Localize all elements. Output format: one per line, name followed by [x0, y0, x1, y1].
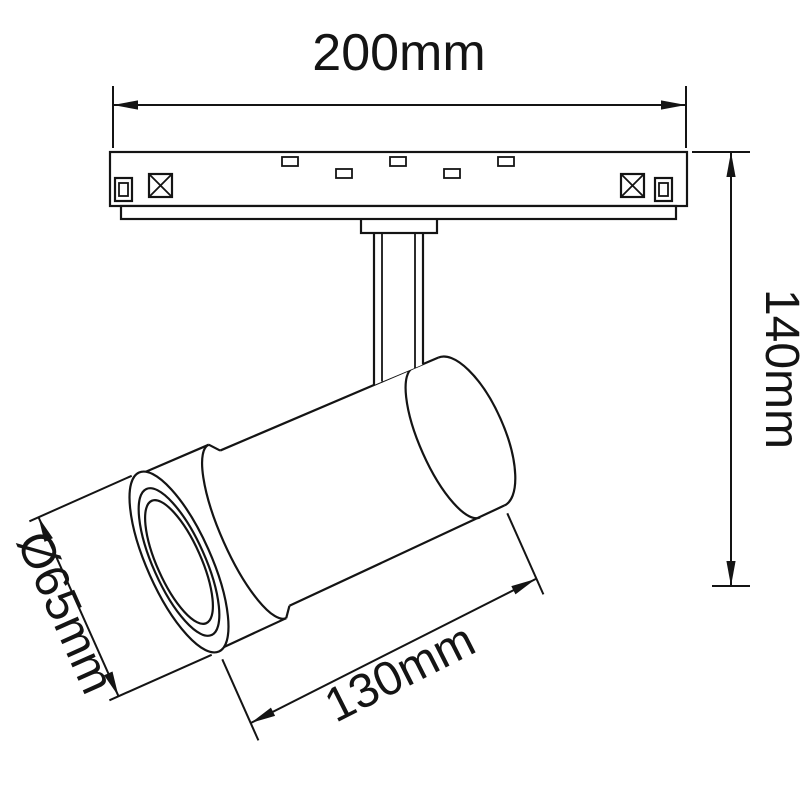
- dim-track-width: 200mm: [112, 24, 687, 148]
- dim-diameter-ext-top: [28, 474, 133, 523]
- bezel-top-edge: [142, 443, 210, 475]
- dim-diameter-label: Ø65mm: [6, 524, 124, 702]
- bezel-step-top: [208, 443, 221, 452]
- left-end-clip: [113, 176, 134, 203]
- mount-stem: [359, 204, 439, 385]
- spotlight-body: [128, 355, 517, 654]
- dim-length-label: 130mm: [317, 613, 484, 732]
- track-rail: [108, 150, 689, 221]
- bezel-bottom-edge: [220, 617, 287, 650]
- lens-ellipse: [144, 499, 214, 625]
- dim-total-height: 140mm: [692, 151, 800, 587]
- dim-diameter-line: [37, 516, 120, 697]
- track-slot: [497, 156, 515, 167]
- left-end-clip-inner: [118, 182, 129, 197]
- dim-width-label: 200mm: [312, 24, 485, 82]
- track-slot: [443, 168, 461, 179]
- left-fastener-cross: [148, 173, 173, 198]
- track-rail-housing: [108, 150, 689, 208]
- dim-diameter-ext-bottom: [108, 653, 213, 702]
- front-rim-outer-ellipse: [128, 470, 230, 654]
- stem-body-mask: [374, 232, 423, 385]
- barrel-bottom-edge: [288, 504, 505, 607]
- track-slot: [389, 156, 407, 167]
- dim-height-label: 140mm: [755, 289, 800, 449]
- dim-length-line: [250, 578, 537, 724]
- track-slot: [335, 168, 353, 179]
- stem-flange: [359, 216, 439, 235]
- track-slot: [281, 156, 299, 167]
- right-fastener-cross: [620, 173, 645, 198]
- rear-cap: [437, 355, 517, 507]
- dim-length-ext-back: [506, 512, 545, 595]
- right-end-clip: [653, 176, 674, 203]
- rear-seam-ring: [404, 366, 481, 520]
- dim-length-ext-front: [221, 658, 260, 741]
- track-rail-bottom-plate: [119, 204, 678, 221]
- left-fastener-square: [147, 172, 174, 199]
- front-rim-inner-ellipse: [137, 487, 221, 637]
- bezel-step-bottom: [285, 605, 291, 619]
- right-fastener-square: [619, 172, 646, 199]
- dim-body-length: 130mm: [221, 512, 545, 741]
- right-end-clip-inner: [658, 182, 669, 197]
